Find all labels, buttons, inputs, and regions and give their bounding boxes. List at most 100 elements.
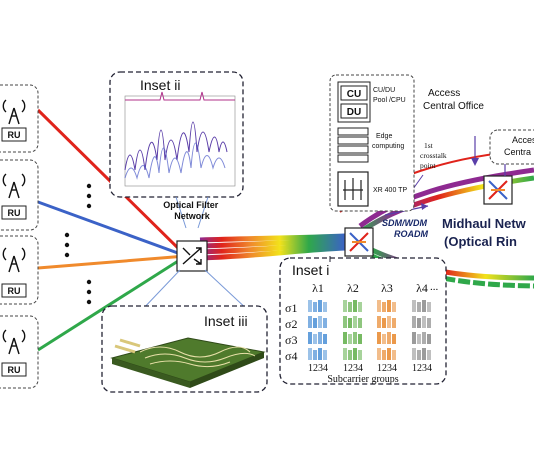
subcarrier-bar (427, 350, 431, 360)
subcarrier-bar (417, 302, 421, 312)
subcarrier-bar (387, 316, 391, 328)
sigma-label: σ1 (285, 301, 297, 315)
subcarrier-bar (308, 332, 312, 344)
wavelength-label: λ4 (416, 281, 428, 295)
subcarrier-index: 1234 (308, 363, 328, 374)
subcarrier-bar (353, 300, 357, 312)
subcarrier-bar (422, 300, 426, 312)
subcarrier-bar (412, 300, 416, 312)
wavelength-ellipsis: ... (430, 281, 439, 293)
subcarrier-bar (358, 350, 362, 360)
subcarrier-bar (382, 334, 386, 344)
mh0: Midhaul Netw (442, 216, 527, 231)
svg-text:1st crosstalk poin: 1st crosstalk point (420, 141, 449, 170)
subcarrier-bar (348, 302, 352, 312)
ellipsis-dots (64, 183, 92, 305)
svg-text:Access Central Office: Access Central Office (423, 88, 484, 112)
cot1: Central Office (423, 101, 484, 112)
subcarrier-bar (313, 318, 317, 328)
subcarrier-bar (323, 302, 327, 312)
subcarrier-bar (392, 334, 396, 344)
subcarrier-bar (412, 316, 416, 328)
cot0: Access (428, 88, 460, 99)
subcarrier-bar (387, 332, 391, 344)
subcarrier-bar (422, 316, 426, 328)
ring-node: Access Centra (471, 129, 534, 205)
sdm0: SDM/WDM (382, 218, 427, 228)
filter-plot (124, 91, 236, 187)
roadm-node: SDM/WDM ROADM (344, 203, 430, 257)
subcarrier-bar (377, 300, 381, 312)
coXR: XR 400 TP (373, 187, 407, 194)
subcarrier-bar (412, 348, 416, 360)
subcarrier-bar (343, 300, 347, 312)
subcarrier-bar (377, 348, 381, 360)
subcarrier-bar (358, 302, 362, 312)
subcarrier-bar (422, 348, 426, 360)
subcarrier-bar (318, 300, 322, 312)
subcarrier-bar (392, 318, 396, 328)
mh1: (Optical Rin (444, 234, 517, 249)
antenna-icon (2, 329, 26, 355)
ct2: point (420, 161, 436, 170)
subcarrier-bar (427, 334, 431, 344)
ru-label: RU (8, 365, 21, 375)
svg-text:Access Centra: Access Centra (504, 135, 534, 157)
sdm1: ROADM (394, 229, 428, 239)
ct1: crosstalk (420, 151, 447, 160)
coDU: DU (347, 107, 361, 118)
ru-unit-4: RU (0, 315, 39, 389)
subcarrier-index: 1234 (412, 363, 432, 374)
antenna-icon (2, 173, 26, 199)
subcarrier-bar (382, 302, 386, 312)
subcarrier-bar (377, 316, 381, 328)
antenna-icon (2, 247, 26, 273)
ct0: 1st (424, 141, 434, 150)
server-rack-icon (337, 127, 369, 163)
inset-ii: Inset ii (109, 71, 244, 198)
roadm-icon (349, 232, 369, 252)
subcarrier-bar (348, 318, 352, 328)
ru-unit-3: RU (0, 235, 39, 305)
ru-units: RU RU RU (0, 84, 39, 389)
fiber-bundle (199, 233, 346, 261)
ar0: Access (512, 135, 534, 145)
subcarrier-bar (358, 334, 362, 344)
central-office: CU DU CU/DU Pool /CPU Edge computing XR … (329, 74, 484, 212)
link-blue (37, 200, 187, 258)
subcarrier-bar (318, 348, 322, 360)
ofl1: Network (174, 211, 211, 221)
subcarrier-bar (387, 300, 391, 312)
subcarrier-footer: Subcarrier groups (327, 374, 398, 385)
subcarrier-bar (427, 318, 431, 328)
filter-label: Optical Filter Network (163, 200, 221, 221)
coCU: CU (347, 89, 361, 100)
subcarrier-bar (313, 350, 317, 360)
svg-text:Edge computing: Edge computing (372, 133, 404, 150)
transceiver-icon (337, 171, 369, 207)
subcarrier-bar (358, 318, 362, 328)
subcarrier-bar (348, 350, 352, 360)
filter-icon (182, 247, 202, 265)
ofl0: Optical Filter (163, 200, 219, 210)
subcarrier-bar (308, 316, 312, 328)
edge0: Edge (376, 133, 392, 140)
ru-label: RU (8, 130, 21, 140)
wavelength-label: λ1 (312, 281, 324, 295)
sdm-label: SDM/WDM ROADM (382, 218, 430, 239)
subcarrier-bar (318, 316, 322, 328)
link-green (37, 254, 187, 352)
ru-label: RU (8, 208, 21, 218)
subcarrier-bar (387, 348, 391, 360)
subcarrier-bar (392, 302, 396, 312)
subcarrier-bar (417, 350, 421, 360)
subcarrier-bar (343, 316, 347, 328)
subcarrier-bar (323, 334, 327, 344)
subcarrier-bar (323, 318, 327, 328)
insetIIITitle: Inset iii (204, 313, 248, 329)
inset-iii: Inset iii (101, 305, 268, 393)
midhaul-label: Midhaul Netw (Optical Rin (442, 216, 527, 249)
